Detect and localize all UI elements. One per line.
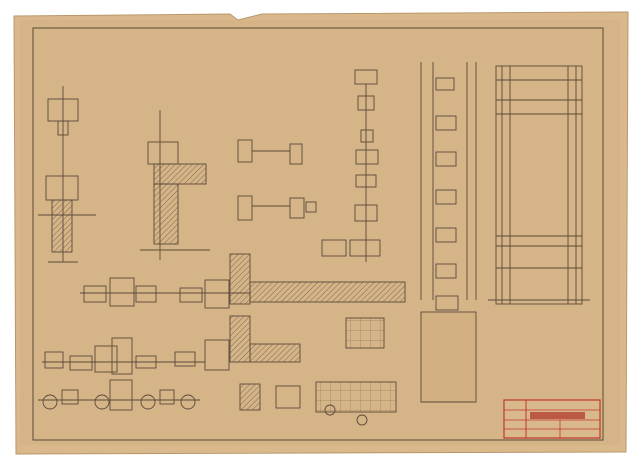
detail-lower-mullion-row — [42, 315, 301, 375]
detail-column-left — [38, 86, 96, 263]
detail-curtain-wall-section — [420, 62, 477, 403]
detail-bottom-plan-row — [38, 379, 200, 411]
detail-beam-section — [140, 110, 210, 260]
detail-small-grids — [239, 317, 397, 426]
detail-elevation-right — [488, 65, 590, 305]
detail-joints-small — [237, 139, 317, 221]
title-block — [503, 399, 601, 439]
drawing-border — [32, 27, 604, 441]
detail-sill-section — [80, 253, 406, 309]
detail-mullion-stack — [321, 69, 381, 262]
